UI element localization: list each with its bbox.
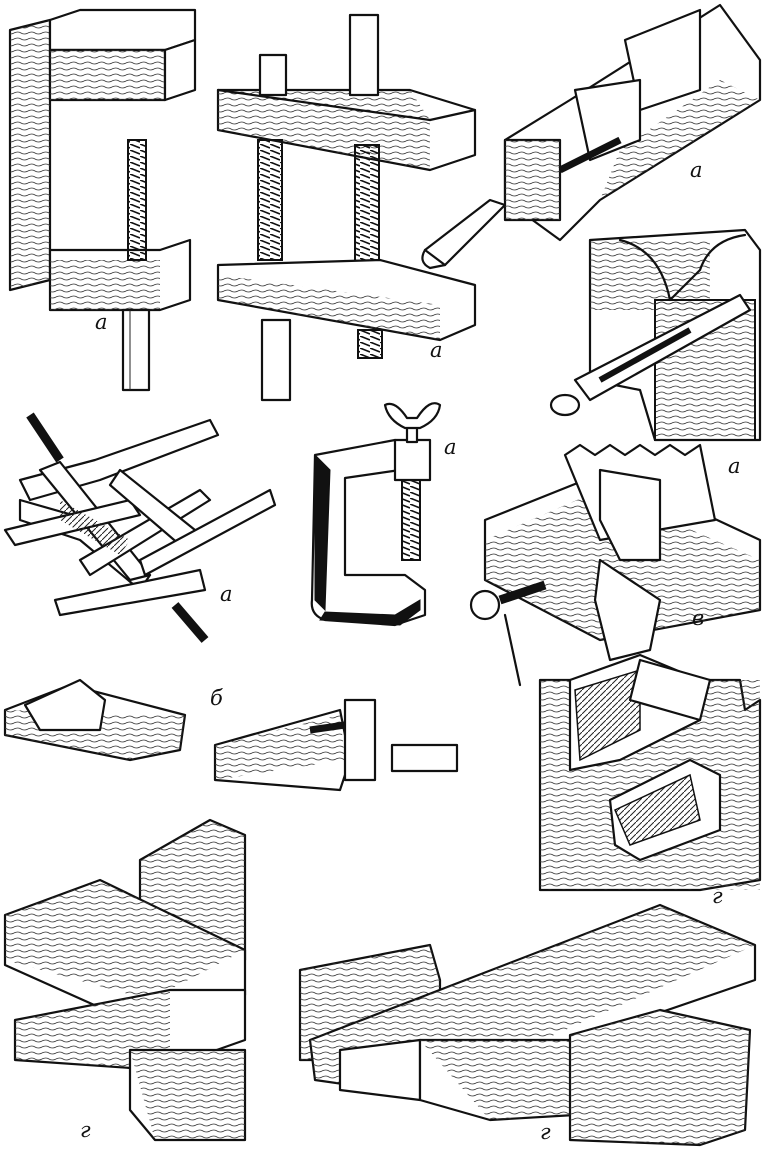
frame-clamp-assembly [3, 412, 277, 643]
metal-c-clamp [310, 402, 442, 627]
label-a-twin-screw-clamp: а [430, 338, 443, 362]
label-a-frame-clamp: а [220, 582, 233, 606]
label-a-metal-c-clamp: а [444, 435, 457, 459]
corner-clamp [538, 653, 762, 892]
twin-screw-clamp [216, 13, 477, 402]
saw-vise [469, 443, 762, 687]
label-a-wooden-frame-clamp: а [95, 310, 108, 334]
label-a-metal-beam-clamp: а [728, 454, 741, 478]
label-a-wooden-vise: а [690, 158, 703, 182]
label-g-cross-lap-joint: г [80, 1118, 91, 1142]
cross-lap-joint [3, 818, 247, 1142]
label-g-corner-clamp: г [712, 884, 723, 908]
clamp-blocks [3, 678, 459, 792]
label-g-stacked-boards: г [540, 1120, 551, 1144]
metal-beam-clamp [549, 228, 762, 442]
wooden-frame-clamp [8, 8, 197, 392]
stacked-boards-joint [298, 903, 757, 1147]
label-v-saw-vise: в [692, 606, 705, 630]
wooden-vise [421, 3, 762, 270]
label-b-clamp-blocks: б [210, 686, 223, 710]
